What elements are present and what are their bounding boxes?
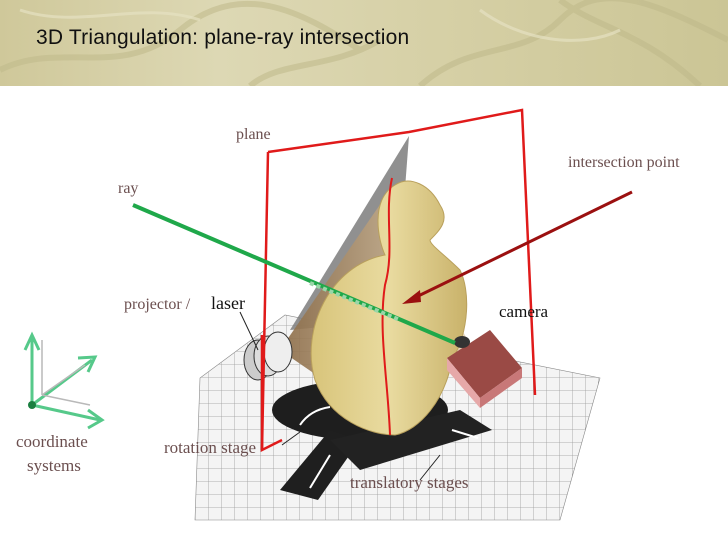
intersection-pointer-head: [402, 290, 421, 304]
plane-label: plane: [236, 126, 271, 143]
laser-leader: [239, 311, 259, 351]
intersection-pointer-line: [409, 190, 633, 302]
stage-arrows: [299, 406, 479, 489]
systems-label: systems: [27, 456, 81, 475]
translatory-stages-leader: [419, 454, 441, 481]
scanned-object: [310, 180, 468, 436]
rotation-stage-label: rotation stage: [164, 438, 257, 457]
coordinate-label: coordinate: [16, 432, 88, 451]
laser-stripe: [381, 177, 393, 436]
ray-hidden-segment: [309, 281, 401, 322]
title-banner: 3D Triangulation: plane-ray intersection: [0, 0, 728, 86]
page-title: 3D Triangulation: plane-ray intersection: [36, 26, 410, 49]
translatory-stages-label: translatory stages: [350, 473, 469, 492]
coordinate-axes: [23, 331, 105, 430]
plane-outline-back: [267, 108, 537, 396]
intersection-point-label: intersection point: [568, 154, 680, 171]
rotation-stage-leader: [281, 431, 301, 446]
camera-body: [447, 330, 522, 408]
ray-line: [132, 203, 456, 345]
translatory-stage-b: [330, 410, 492, 470]
banner-pattern: [0, 0, 728, 86]
laser-label: laser: [211, 293, 245, 313]
projector-label: projector /: [124, 296, 191, 313]
ray-label: ray: [118, 180, 139, 197]
camera-label: camera: [499, 302, 549, 321]
